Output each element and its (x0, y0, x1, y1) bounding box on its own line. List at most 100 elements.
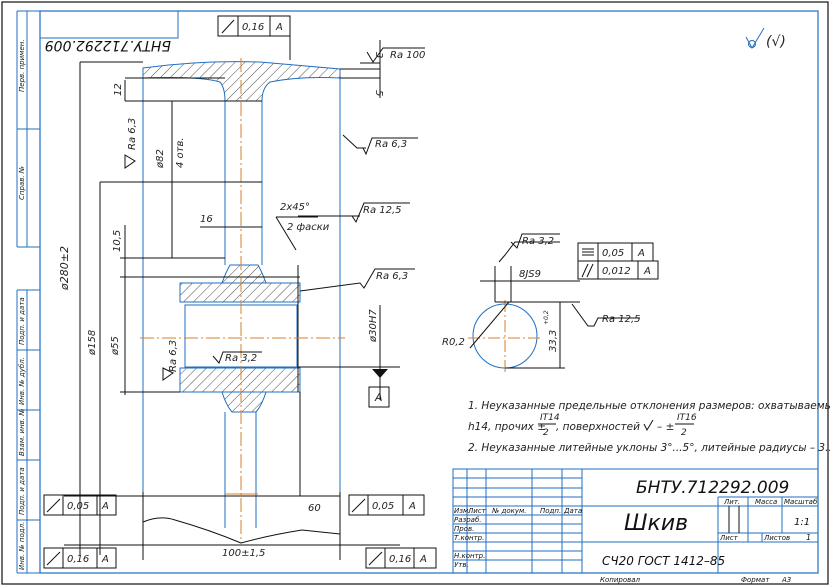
dimension-lines (64, 40, 400, 560)
keyway-section: Ra 3,2 8JS9 R0,2 33,3 +0,2 Ra 12,5 (442, 233, 641, 372)
tb-role-ncontrol: Н.контр. (454, 552, 485, 560)
tolerance-symmetry: 0,05 A (577, 242, 654, 262)
roughness-ra63-hub: Ra 6,3 (376, 271, 408, 282)
tb-scale-label: Масштаб (784, 498, 818, 506)
roughness-ra125-a: Ra 12,5 (363, 205, 402, 216)
tb-designation: БНТУ.712292.009 (636, 478, 789, 498)
tb-mass-label: Масса (755, 498, 777, 506)
side-stamp: Перв. примен. Справ. № Подп. и дата Инв.… (16, 10, 40, 574)
roughness-symbol (643, 419, 654, 432)
datum-a: A (368, 369, 390, 408)
dim-chamfer-note: 2 фаски (287, 222, 330, 233)
dim-16: 16 (200, 214, 213, 225)
dim-width-100: 100±1,5 (222, 548, 265, 559)
tolerance-left-bottom-value: 0,16 (67, 554, 89, 565)
tolerance-parallel-datum: A (643, 266, 651, 277)
roughness-ra125-key: Ra 12,5 (602, 314, 641, 325)
tb-role-checker: Пров. (454, 525, 474, 533)
tb-header-sign: Подп. (540, 507, 561, 515)
tolerance-right-mid: 0,05 A (348, 494, 425, 516)
tb-role-developer: Разраб. (454, 516, 482, 524)
datum-a-label: A (374, 391, 383, 404)
stamp-label-repl-inv: Взам. инв. № (18, 408, 26, 456)
dim-chamfer: 2x45° (280, 202, 310, 213)
dim-d55: ø55 (110, 336, 121, 356)
dim-3: 3 (373, 52, 384, 58)
tolerance-right-mid-datum: A (408, 501, 416, 512)
dim-keyway-tol: +0,2 (543, 310, 550, 325)
dim-d30: ø30H7 (368, 309, 379, 343)
copied-label: Копировал (600, 576, 641, 584)
tolerance-right-bottom-datum: A (419, 554, 427, 565)
tolerance-left-bottom-datum: A (101, 554, 109, 565)
stamp-label-orig-inv: Инв. № подл. (18, 522, 26, 570)
note-frac2-den: 2 (681, 428, 687, 438)
tolerance-parallel: 0,012 A (577, 260, 659, 280)
dim-d280: ø280±2 (58, 246, 71, 291)
general-roughness-mark: (√) (766, 34, 786, 50)
tolerance-left-bottom: 0,16 A (43, 547, 117, 569)
roughness-marks: Ra 100 Ra 6,3 Ra 12,5 Ra 6,3 Ra 6,3 Ra 6… (124, 47, 425, 381)
roughness-ra100: Ra 100 (390, 50, 425, 61)
format-value: А3 (781, 576, 791, 584)
note-frac1-num: IT14 (540, 413, 560, 423)
tolerance-left-mid: 0,05 A (43, 494, 117, 516)
dim-12: 12 (113, 83, 124, 96)
tolerance-top-datum: A (275, 22, 283, 33)
tolerance-top: 0,16 A (217, 15, 291, 60)
tolerance-right-bottom-value: 0,16 (389, 554, 411, 565)
tolerance-right-bottom: 0,16 A (365, 547, 437, 569)
note-line-2a: h14, прочих ± (468, 421, 546, 433)
stamp-label-first-use: Перв. примен. (18, 39, 26, 92)
tb-header-docno: № докум. (491, 507, 527, 515)
tolerance-parallel-value: 0,012 (602, 266, 631, 277)
tb-header-change: Изм. (454, 507, 470, 515)
tb-header-sheet: Лист (467, 507, 487, 515)
tb-role-tcontrol: Т.контр. (454, 534, 484, 542)
tb-material: СЧ20 ГОСТ 1412–85 (602, 554, 725, 568)
dim-5: 5 (373, 90, 384, 96)
tolerance-left-mid-value: 0,05 (67, 501, 89, 512)
tb-sheet-label: Лист (719, 534, 739, 542)
tolerance-right-mid-value: 0,05 (372, 501, 394, 512)
stamp-label-sign-date-1: Подп. и дата (18, 297, 26, 345)
dim-radius: R0,2 (442, 337, 465, 348)
tb-header-date: Дата (563, 507, 582, 515)
dim-d158: ø158 (87, 330, 98, 356)
dim-keyway-depth: 33,3 (548, 330, 559, 352)
mirrored-designation: БНТУ.712292.009 (45, 37, 171, 53)
tb-part-name: Шкив (624, 511, 688, 536)
note-line-2b: , поверхностей (556, 421, 640, 433)
tolerance-top-value: 0,16 (242, 22, 264, 33)
roughness-ra32-bore: Ra 3,2 (225, 353, 257, 364)
tb-sheets-value: 1 (806, 533, 811, 542)
tolerance-symmetry-datum: A (637, 248, 645, 259)
tolerance-left-mid-datum: A (101, 501, 109, 512)
roughness-ra63-left-bottom: Ra 6,3 (168, 340, 179, 372)
technical-notes: 1. Неуказанные предельные отклонения раз… (468, 400, 830, 454)
stamp-label-dup-inv: Инв. № дубл. (18, 357, 26, 405)
dim-d82: ø82 (155, 149, 166, 169)
dim-keyway-width: 8JS9 (519, 269, 541, 280)
dim-holes: 4 отв. (175, 137, 186, 168)
tb-lit-label: Лит. (723, 498, 740, 506)
general-roughness: (√) (745, 27, 786, 50)
note-line-1: 1. Неуказанные предельные отклонения раз… (468, 400, 830, 412)
note-frac1-den: 2 (543, 428, 549, 438)
roughness-ra63-left-top: Ra 6,3 (127, 118, 138, 150)
note-line-3: 2. Неуказанные литейные уклоны 3°...5°, … (468, 442, 830, 454)
format-label: Формат (741, 576, 770, 584)
title-block: Изм. Лист № докум. Подп. Дата Разраб. Пр… (452, 468, 819, 584)
tb-role-approved: Утв. (454, 561, 469, 569)
stamp-label-ref-no: Справ. № (18, 166, 26, 200)
dim-width-60: 60 (308, 503, 321, 514)
inner-frame (39, 10, 819, 574)
note-frac2-num: IT16 (677, 413, 697, 423)
mirrored-designation-box: БНТУ.712292.009 (39, 10, 179, 53)
tb-scale-value: 1:1 (794, 517, 810, 528)
tolerance-symmetry-value: 0,05 (602, 248, 624, 259)
roughness-ra63-outer: Ra 6,3 (375, 139, 407, 150)
stamp-label-sign-date-2: Подп. и дата (18, 467, 26, 515)
